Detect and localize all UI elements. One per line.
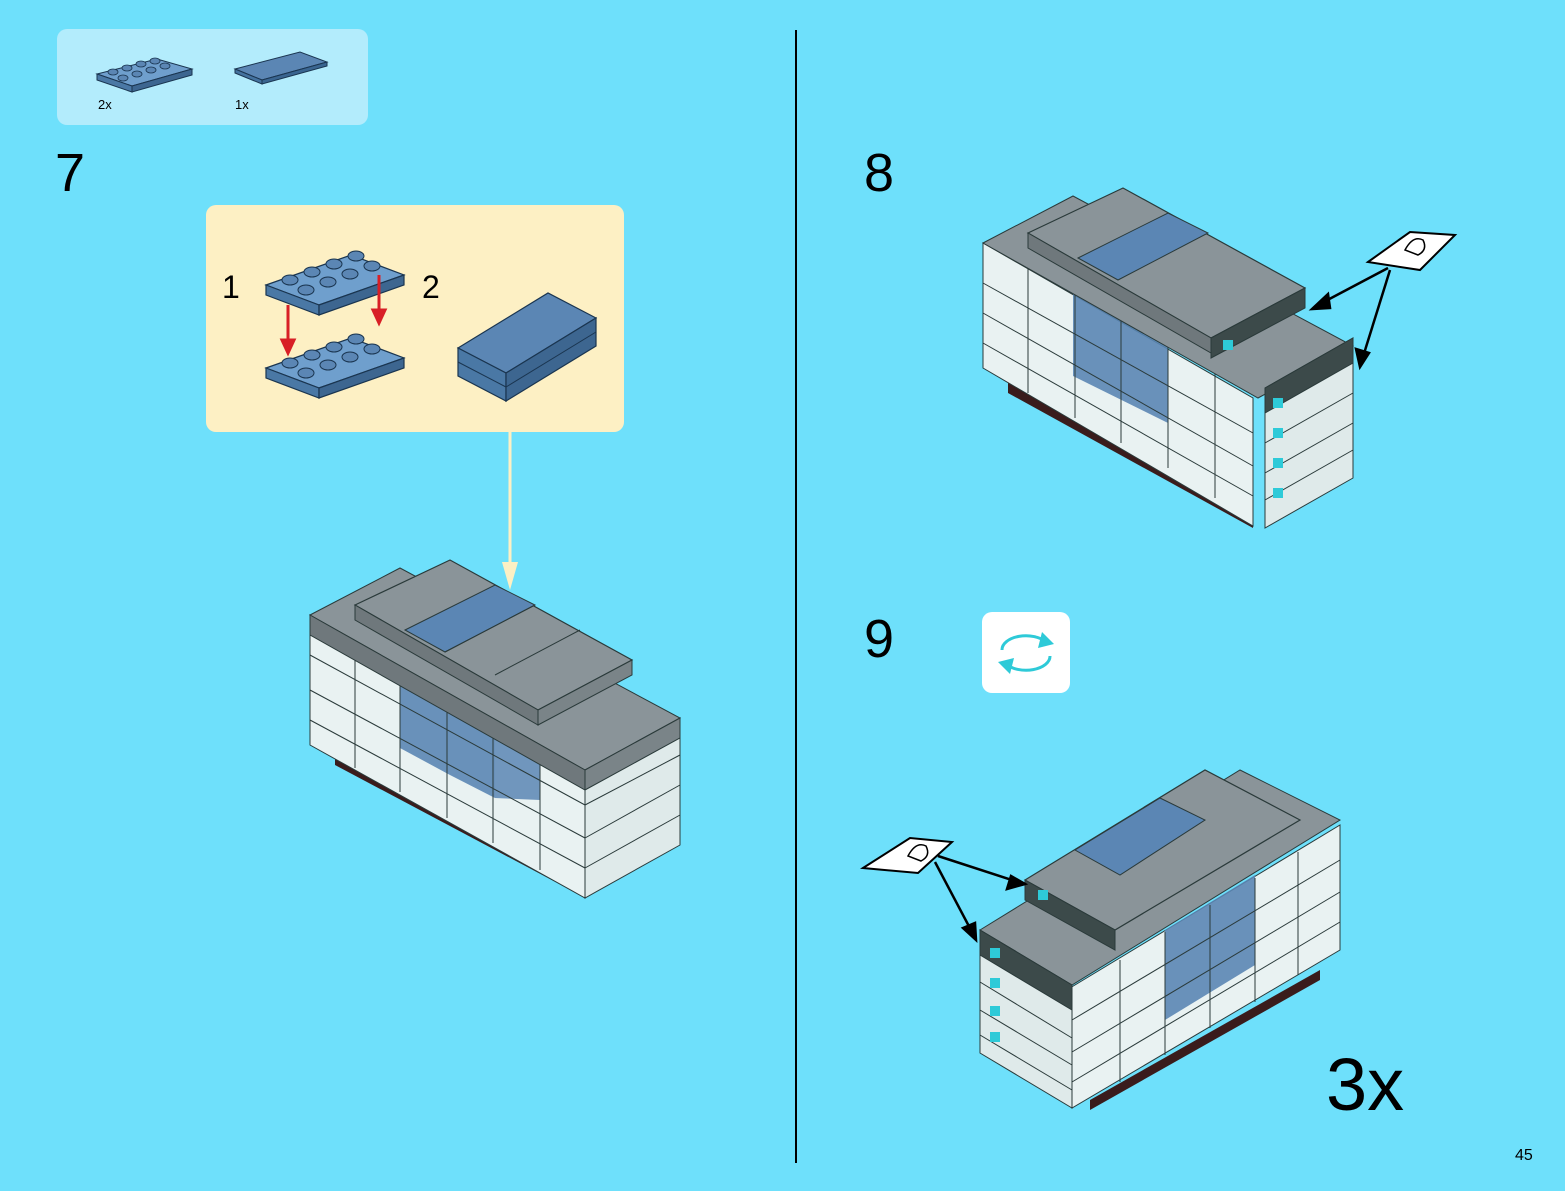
- page-number: 45: [1515, 1147, 1533, 1165]
- step-9-multiplier: 3x: [1326, 1048, 1404, 1122]
